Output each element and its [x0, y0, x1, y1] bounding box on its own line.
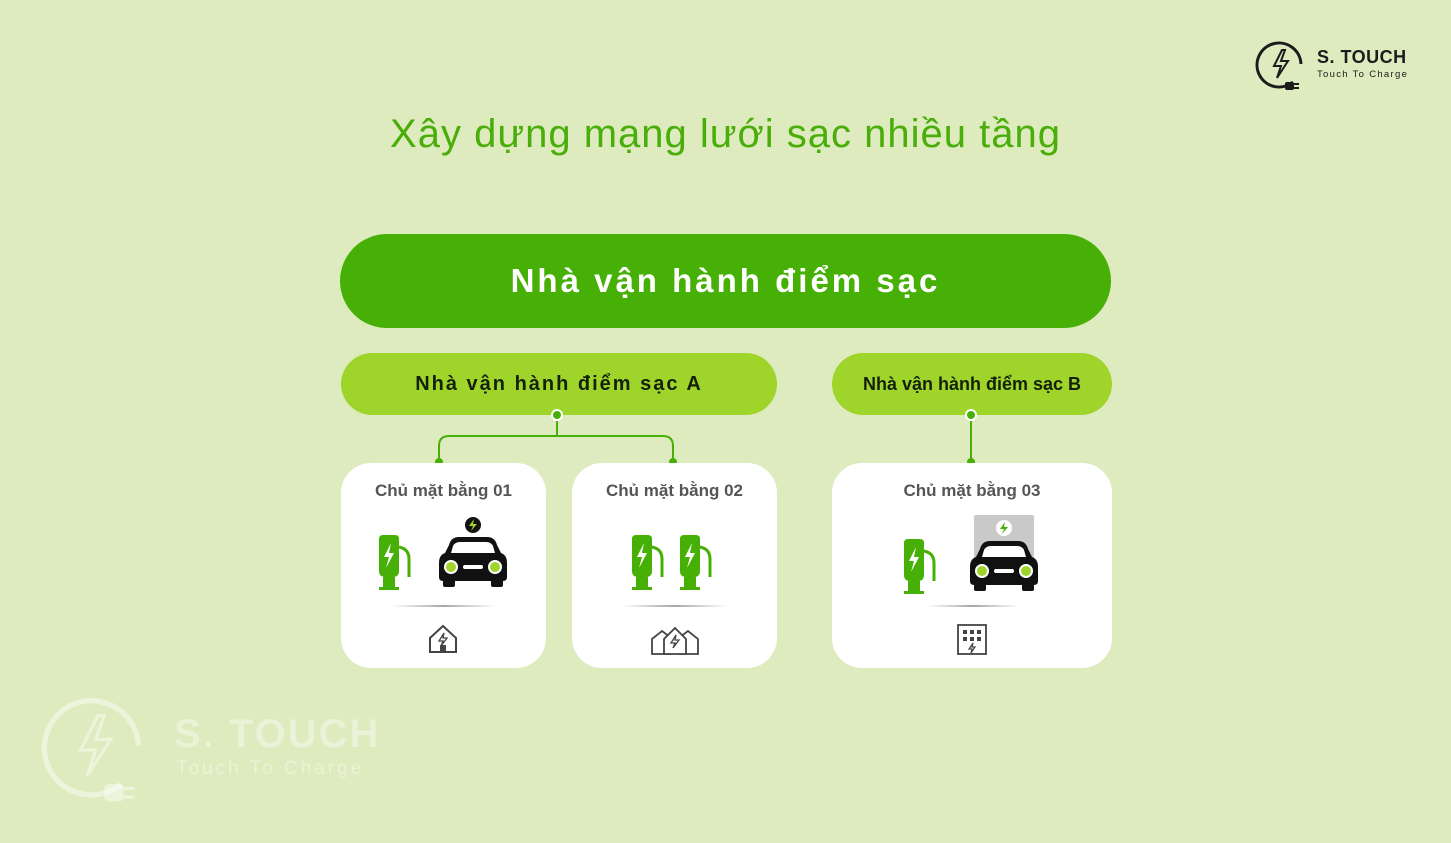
page-title: Xây dựng mạng lưới sạc nhiều tầng — [390, 112, 1061, 156]
watermark-tagline: Touch To Charge — [176, 758, 365, 779]
owner-label: Chủ mặt bằng 02 — [606, 481, 743, 500]
owner-card-01: Chủ mặt bằng 01 — [341, 463, 546, 668]
ground-line — [622, 605, 727, 607]
operator-b-node: Nhà vận hành điểm sạc B — [832, 353, 1112, 415]
car-at-charging-bay-icon — [970, 515, 1038, 591]
charger-icon — [379, 535, 411, 590]
watermark-name: S. TOUCH — [174, 712, 381, 756]
brand-name: S. TOUCH — [1317, 47, 1407, 67]
operator-a-node: Nhà vận hành điểm sạc A — [341, 353, 777, 415]
houses-icon — [651, 626, 699, 655]
house-icon — [429, 624, 457, 653]
ground-line — [391, 605, 496, 607]
connector-dot — [551, 409, 563, 421]
connector-dot — [965, 409, 977, 421]
top-operator-node: Nhà vận hành điểm sạc — [340, 234, 1111, 328]
charger-icon — [904, 539, 936, 594]
lightning-plug-icon — [1255, 41, 1303, 90]
car-icon — [439, 517, 507, 587]
brand-tagline: Touch To Charge — [1317, 69, 1409, 80]
owner-label: Chủ mặt bằng 01 — [375, 481, 512, 500]
charger-icon — [680, 535, 712, 590]
watermark-lightning-icon — [41, 698, 142, 802]
ground-line — [927, 605, 1019, 607]
building-icon — [957, 624, 987, 655]
brand-logo: S. TOUCH Touch To Charge — [1255, 38, 1425, 92]
owner-label: Chủ mặt bằng 03 — [903, 481, 1041, 500]
watermark-logo: S. TOUCH Touch To Charge — [40, 690, 400, 810]
owner-card-03: Chủ mặt bằng 03 — [832, 463, 1112, 668]
owner-card-02: Chủ mặt bằng 02 — [572, 463, 777, 668]
charger-icon — [632, 535, 664, 590]
